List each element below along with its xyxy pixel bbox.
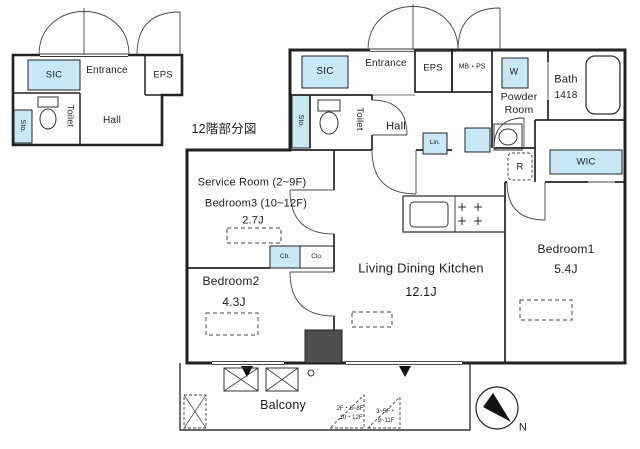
sink-icon [409,201,449,228]
inset-sic-closet [27,59,81,91]
windows [212,360,462,366]
linen-closet [422,132,448,155]
inset-eps-door-arc [136,11,181,56]
powder-room-label-1: Powder [500,90,538,103]
bath-label: Bath [554,73,578,86]
drain-icon [307,369,315,377]
ac-space-dashed [183,394,207,429]
wic-shelf [549,149,623,175]
inset-eps-walls [144,55,162,96]
refrigerator-label: R [516,161,524,173]
washer-label: W [509,66,519,77]
bedroom2-size-label: 4.3J [222,295,246,309]
inset-sic-label: SIC [45,69,63,81]
inset-eps-label: EPS [153,69,173,81]
ldk-size-label: 12.1J [405,284,437,299]
inset-toilet-label: Toilet [65,104,76,128]
inset-toilet-icon [37,96,59,130]
hall-door-arc [371,149,417,195]
bedroom1-label: Bedroom1 [537,242,595,256]
ac-note-2-line-2: 9~11F [377,418,395,424]
compass-icon [475,386,519,430]
bedroom1-door-arc [506,181,546,221]
window-marker-right [399,366,411,377]
eps-label: EPS [423,62,443,74]
entrance-label: Entrance [365,58,407,69]
furniture-outlines [205,227,573,336]
inset-plan [11,8,184,147]
hall-label: Hall [386,120,406,133]
bedroom1-furniture [519,299,573,321]
eps-door-arc [457,7,501,51]
toilet-label: Toilet [353,107,365,131]
bathtub-icon [585,55,621,115]
inset-storage-closet [13,109,33,144]
powder-room-label-2: Room [504,103,534,116]
sic-closet [301,55,349,89]
ac-note-triangle-1 [328,393,365,429]
balcony-equipment [183,367,401,429]
stove-icon [458,203,482,225]
balcony-label: Balcony [260,397,306,412]
ac-note-1-line-2: 10・12F [339,415,363,421]
linen-label: Lin. [429,138,441,146]
ac-note-triangle-2 [366,395,401,429]
ldk-label: Living Dining Kitchen [358,260,484,276]
service-room-size-label: 2.7J [242,214,264,227]
bedroom1-size-label: 5.4J [554,262,578,276]
bedroom2-label: Bedroom2 [202,274,260,288]
window-marker-left [241,366,253,377]
storage-label: Sto. [296,114,306,128]
bedroom2-furniture [205,312,259,336]
north-label: N [518,421,528,434]
structural-pillar [304,329,343,364]
inset-interior-walls [13,92,81,145]
wic-label: WIC [576,156,596,168]
hall-shelf [464,127,491,153]
ac-note-2-line-1: 3~5F・ [376,409,396,415]
kitchen-counter [402,195,506,233]
bath-size-label: 1418 [554,90,578,101]
inset-caption: 12階部分図 [191,121,257,136]
main-plan [179,4,627,431]
bedroom2-door-arc [289,271,335,317]
inset-sto-label: Sto. [18,119,28,133]
ac-note-1-line-1: 2F・6~8F [336,406,364,412]
ac-unit-1 [223,367,259,392]
mbps-label: MB・PS [458,63,486,71]
balcony-outline [179,363,471,431]
door-arcs [289,99,546,317]
powder-vanity-icon [493,123,523,151]
inset-entrance-label: Entrance [86,65,128,76]
clo-label: Clo. [311,252,323,260]
ac-unit-2 [265,367,299,392]
service-room-label-1: Service Room (2~9F) [197,176,307,189]
washer-space [501,57,529,89]
service-door-arc [289,189,335,235]
sliding-doors [547,62,615,183]
toilet-door-arc [371,99,408,136]
service-room-label-2: Bedroom3 (10~12F) [204,197,308,210]
inset-hall-label: Hall [102,115,122,126]
refrigerator-outline [507,152,533,181]
toilet-icon [317,99,341,135]
cb-label: Cb. [279,252,291,260]
sic-label: SIC [316,66,334,77]
